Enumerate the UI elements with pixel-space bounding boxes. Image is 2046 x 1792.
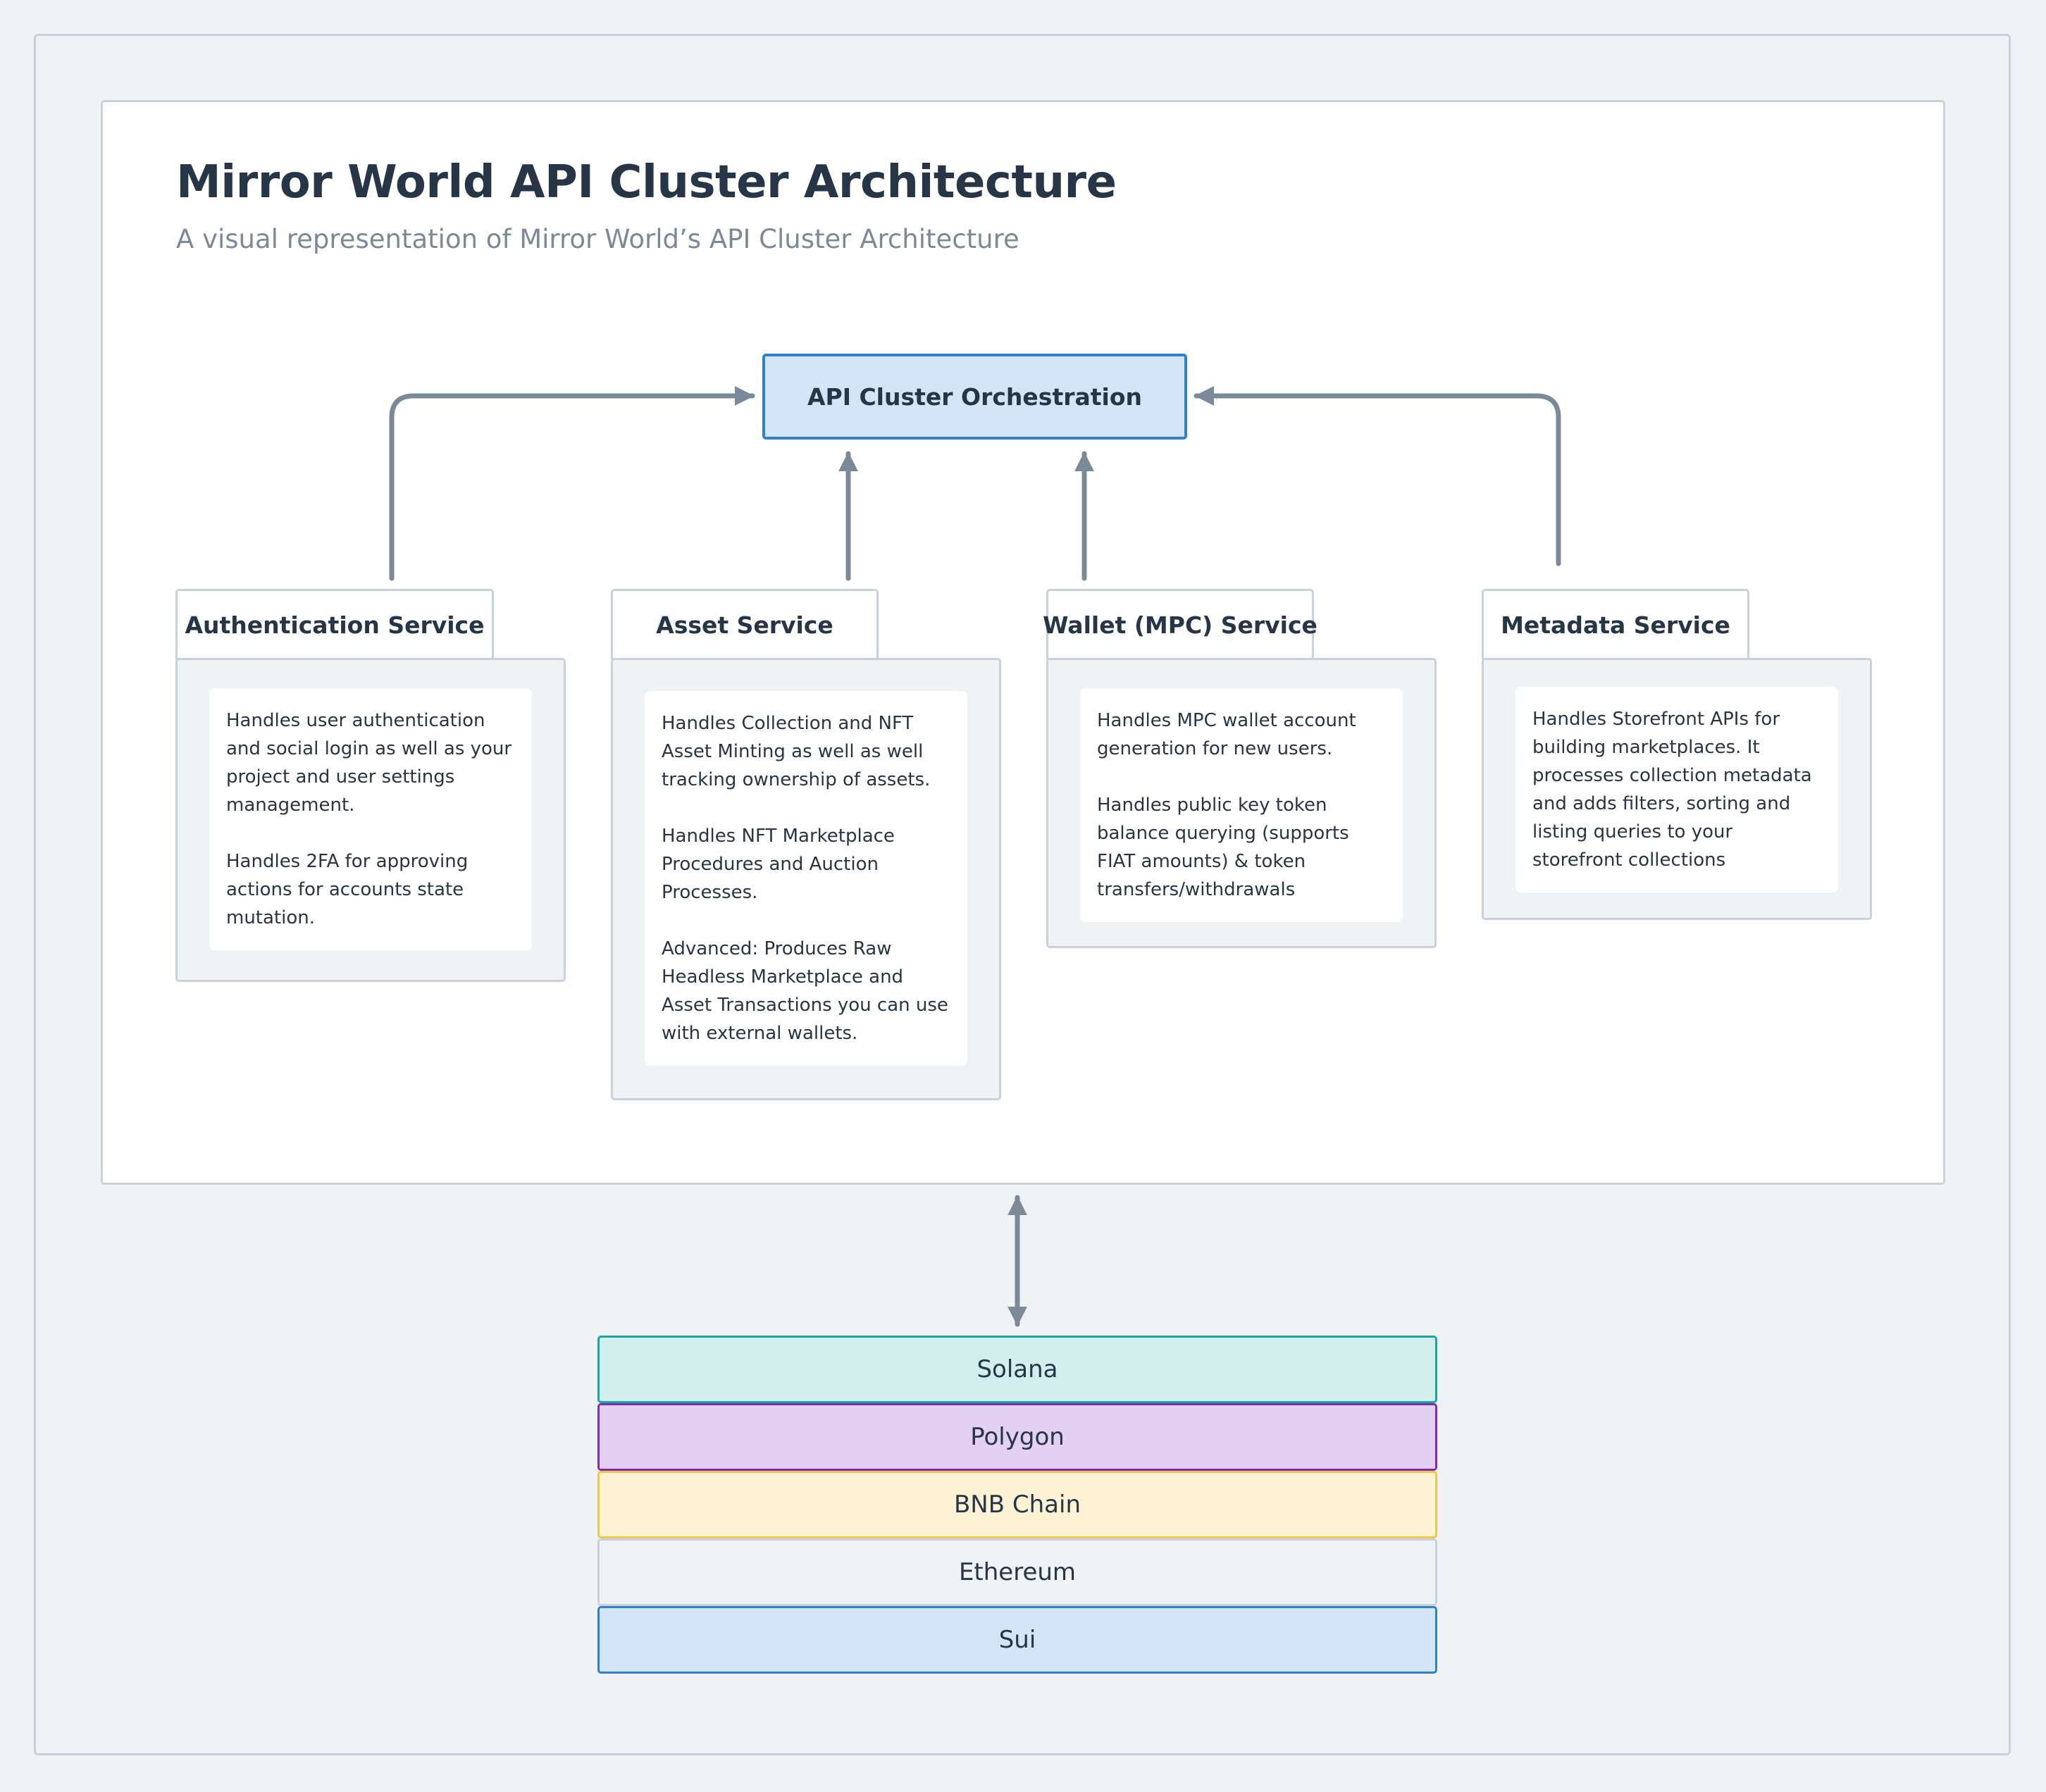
page-title: Mirror World API Cluster Architecture <box>176 156 1117 209</box>
service-tab-asset: Asset Service <box>611 589 879 659</box>
chain-sui: Sui <box>597 1606 1437 1674</box>
chain-polygon: Polygon <box>597 1403 1437 1471</box>
service-box-wallet: Handles MPC wallet account generation fo… <box>1046 658 1437 948</box>
auth-to-orchestration-arrow <box>389 386 755 581</box>
service-description: Handles user authentication and social l… <box>226 710 512 816</box>
service-box-metadata: Handles Storefront APIs for building mar… <box>1482 658 1872 920</box>
service-tab-authentication: Authentication Service <box>175 589 494 659</box>
service-tab-wallet: Wallet (MPC) Service <box>1043 589 1318 659</box>
service-box-authentication: Handles user authentication and social l… <box>175 658 566 982</box>
service-card-authentication: Handles user authentication and social l… <box>209 688 532 950</box>
metadata-to-orchestration-arrow <box>1194 386 1561 566</box>
page-subtitle: A visual representation of Mirror World’… <box>176 224 1019 254</box>
service-description: Handles 2FA for approving actions for ac… <box>226 851 469 928</box>
service-description: Handles Collection and NFT Asset Minting… <box>662 713 931 790</box>
chain-ethereum: Ethereum <box>597 1538 1437 1606</box>
service-card-metadata: Handles Storefront APIs for building mar… <box>1515 687 1838 892</box>
orchestration-box: API Cluster Orchestration <box>762 354 1187 440</box>
chain-bnb: BNB Chain <box>597 1471 1437 1538</box>
chain-solana: Solana <box>597 1336 1437 1403</box>
service-box-asset: Handles Collection and NFT Asset Minting… <box>611 658 1001 1100</box>
service-card-asset: Handles Collection and NFT Asset Minting… <box>645 691 967 1066</box>
service-description: Handles public key token balance queryin… <box>1097 795 1349 900</box>
service-card-wallet: Handles MPC wallet account generation fo… <box>1080 688 1403 922</box>
service-description: Handles MPC wallet account generation fo… <box>1097 710 1356 759</box>
service-tab-metadata: Metadata Service <box>1482 589 1749 659</box>
service-description: Handles NFT Marketplace Procedures and A… <box>662 826 895 903</box>
service-description: Handles Storefront APIs for building mar… <box>1532 709 1812 871</box>
service-description: Advanced: Produces Raw Headless Marketpl… <box>662 938 948 1044</box>
